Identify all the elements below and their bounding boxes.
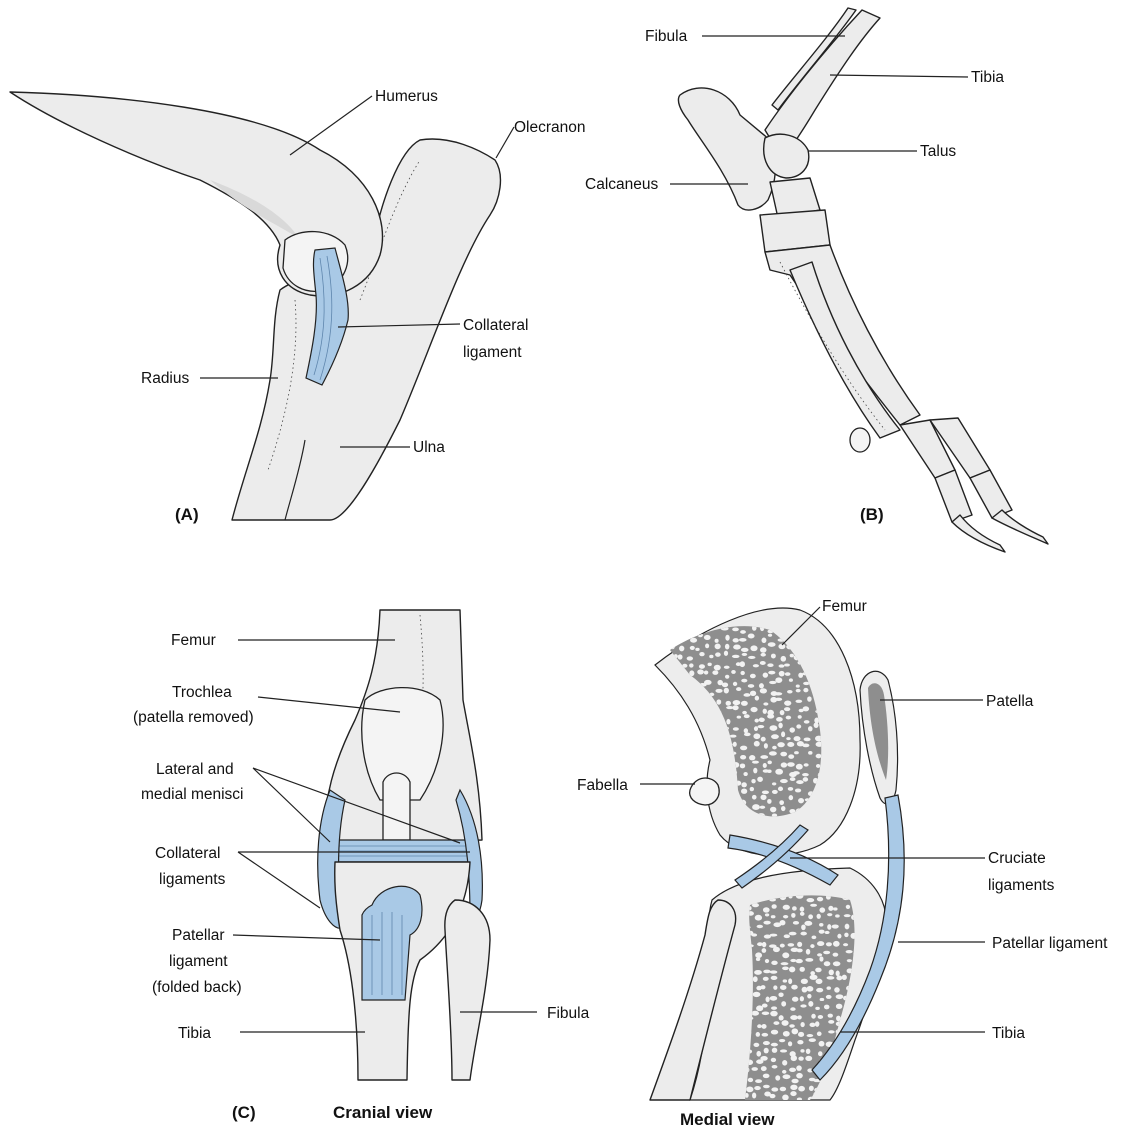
panel-c-label: (C) <box>232 1103 256 1122</box>
panel-a-label: (A) <box>175 505 199 524</box>
trochlea-label-line2: (patella removed) <box>133 709 254 726</box>
cranial-femur-label: Femur <box>171 632 216 649</box>
foot-tibia-label: Tibia <box>971 69 1004 86</box>
cruciate-ligaments-label-line1: Cruciate <box>988 850 1046 867</box>
collateral-ligaments-label-line2: ligaments <box>159 871 226 888</box>
radius-label: Radius <box>141 370 189 387</box>
medial-view-title: Medial view <box>680 1110 775 1129</box>
metatarsal-bones <box>765 245 920 425</box>
stifle-cranial-illustration <box>318 610 490 1080</box>
ulna-label: Ulna <box>413 439 445 456</box>
medial-femur-label: Femur <box>822 598 867 615</box>
patellar-ligament-label-line2: ligament <box>169 953 228 970</box>
fabella-bone <box>690 778 719 805</box>
patellar-ligament-label-line1: Patellar <box>172 927 225 944</box>
collateral-ligaments-label-line1: Collateral <box>155 845 220 862</box>
cranial-fibula-bone <box>445 900 490 1080</box>
fabella-label: Fabella <box>577 777 628 794</box>
medial-tibia-label: Tibia <box>992 1025 1025 1042</box>
collateral-ligament-label-line2: ligament <box>463 344 522 361</box>
menisci-label-line1: Lateral and <box>156 761 234 778</box>
calcaneus-label: Calcaneus <box>585 176 658 193</box>
collateral-ligament-label-line1: Collateral <box>463 317 528 334</box>
cranial-view-title: Cranial view <box>333 1103 433 1122</box>
menisci-label-line2: medial menisci <box>141 786 244 803</box>
patella-label: Patella <box>986 693 1034 710</box>
talus-label: Talus <box>920 143 956 160</box>
foot-fibula-label: Fibula <box>645 28 688 45</box>
humerus-label: Humerus <box>375 88 438 105</box>
cranial-tibia-label: Tibia <box>178 1025 211 1042</box>
olecranon-label: Olecranon <box>514 119 586 136</box>
patellar-ligament-label: Patellar ligament <box>992 935 1108 952</box>
patellar-ligament-label-line3: (folded back) <box>152 979 242 996</box>
cruciate-ligaments-label-line2: ligaments <box>988 877 1055 894</box>
trochlea-label-line1: Trochlea <box>172 684 232 701</box>
cranial-fibula-label: Fibula <box>547 1005 590 1022</box>
calcaneus-bone <box>678 88 775 210</box>
panel-b-label: (B) <box>860 505 884 524</box>
foot-illustration <box>678 8 1048 552</box>
stifle-medial-illustration <box>650 608 904 1102</box>
